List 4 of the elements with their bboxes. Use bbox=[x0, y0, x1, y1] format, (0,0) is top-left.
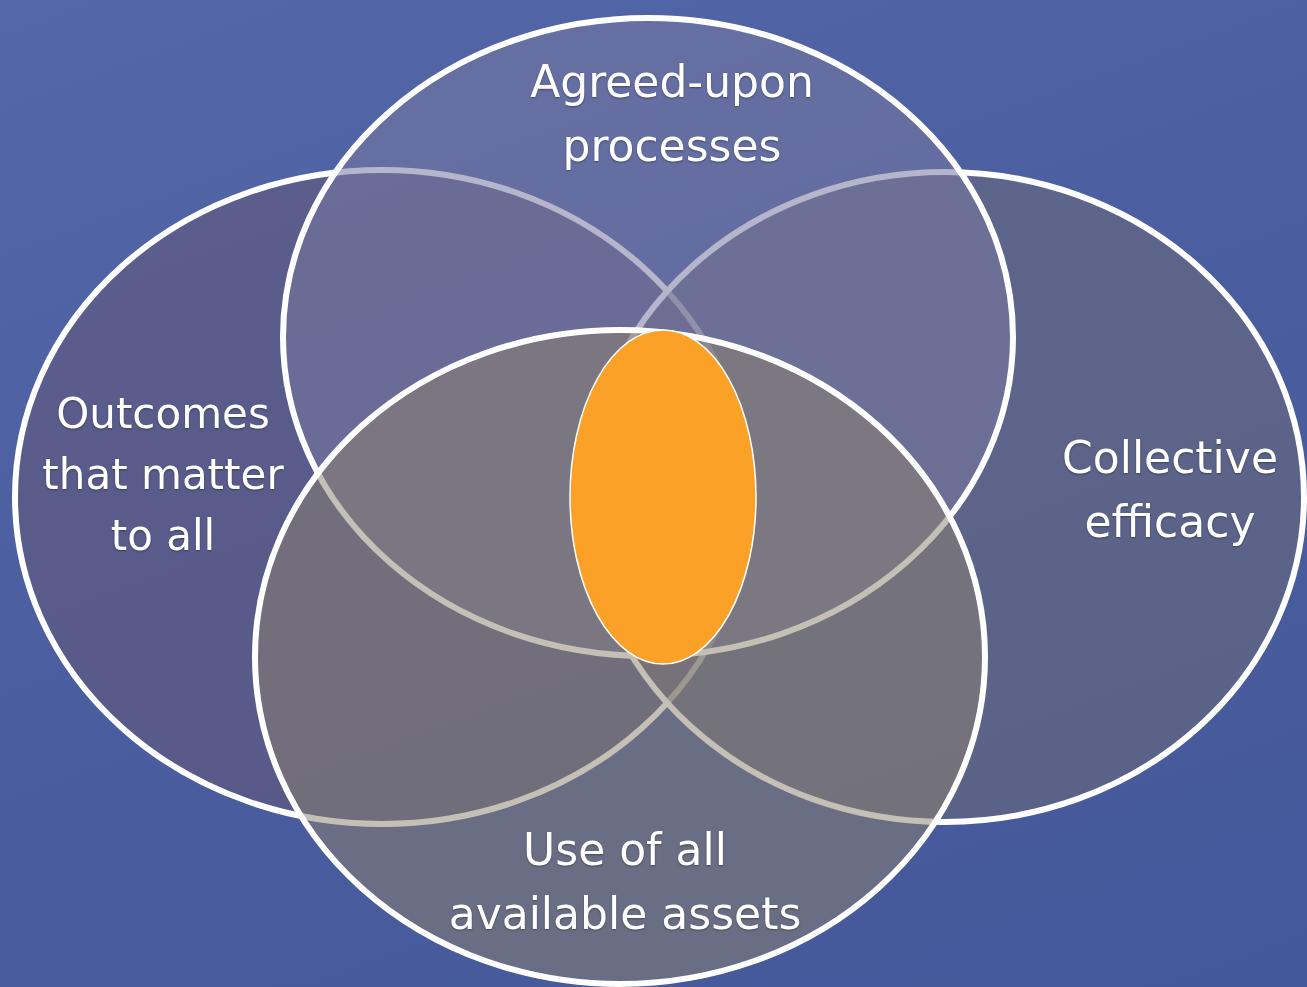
venn-label: Use of all available assets bbox=[447, 823, 803, 941]
venn-label: Outcomes that matter to all bbox=[41, 388, 285, 562]
venn-label: Collective efficacy bbox=[1061, 431, 1279, 549]
venn-label: Agreed-upon processes bbox=[529, 55, 815, 173]
